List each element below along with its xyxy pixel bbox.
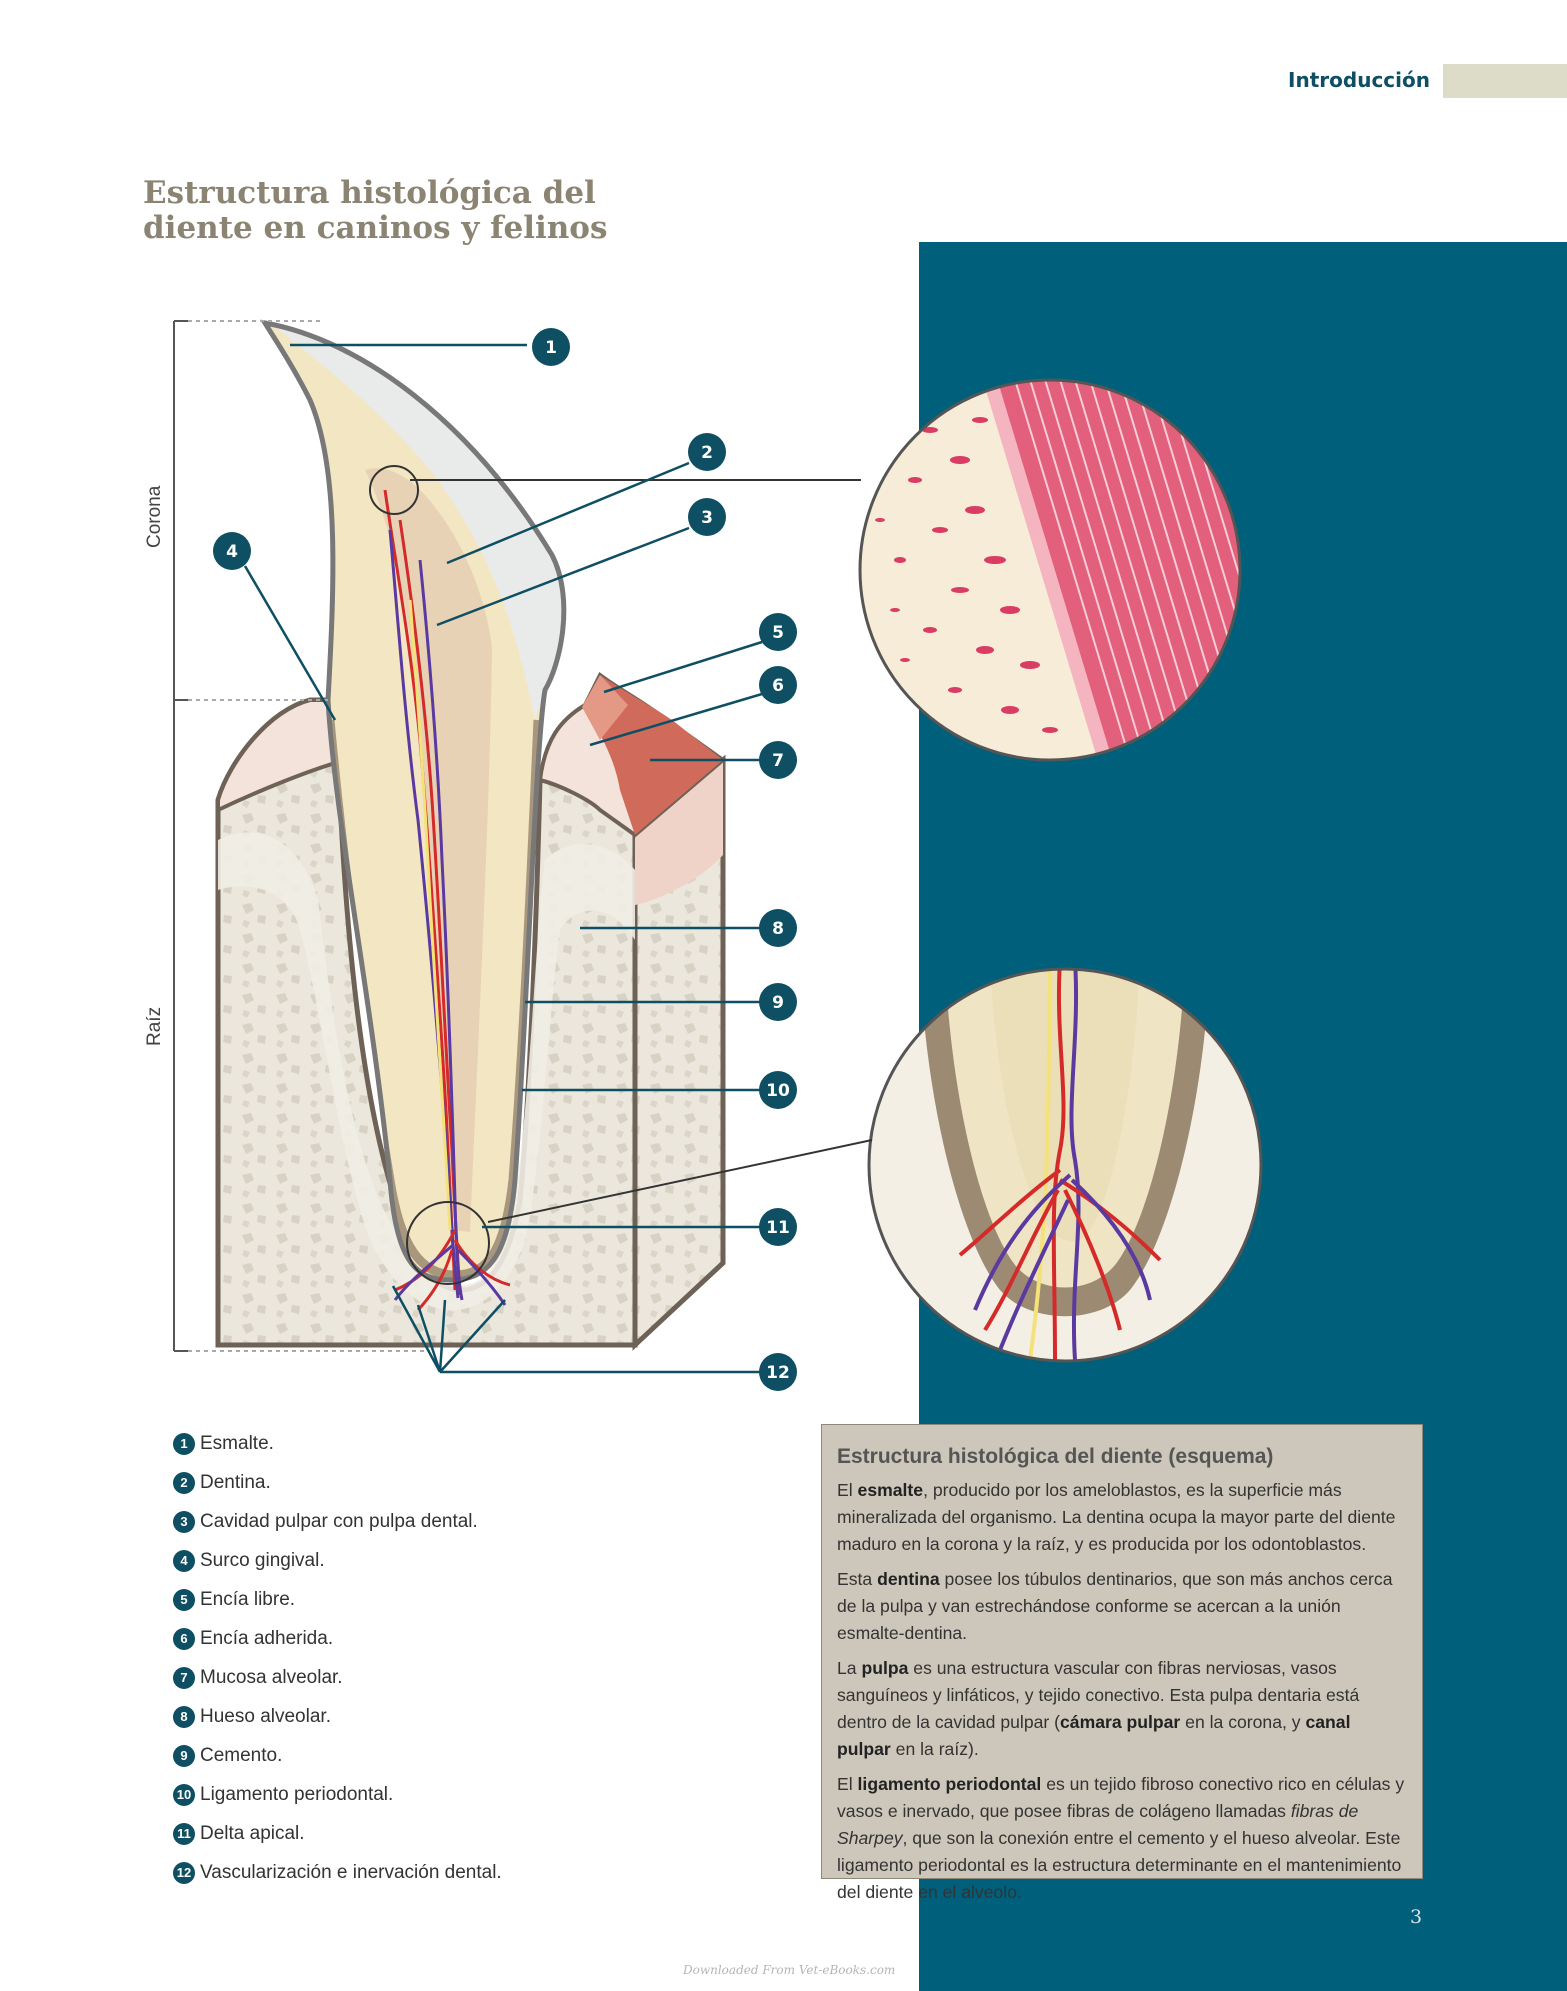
- crown-root-bracket: [173, 320, 430, 1352]
- callout-1: 1: [532, 328, 570, 366]
- svg-text:5: 5: [772, 623, 784, 643]
- callout-6: 6: [759, 666, 797, 704]
- header-tab: [1443, 64, 1567, 98]
- apex-focus-circle: [406, 1201, 490, 1285]
- callout-12: 12: [759, 1353, 797, 1391]
- enamel-magnifier: [858, 378, 1242, 762]
- connector-bottom: [487, 1139, 873, 1223]
- legend-number: 6: [173, 1627, 195, 1650]
- legend-number: 8: [173, 1705, 195, 1728]
- info-box: Estructura histológica del diente (esque…: [821, 1424, 1423, 1902]
- legend-text: Vascularización e inervación dental.: [200, 1861, 502, 1883]
- callout-5: 5: [759, 613, 797, 651]
- callout-leaders: [243, 343, 763, 1374]
- page-title: Estructura histológica del diente en can…: [143, 175, 608, 246]
- info-paragraph-dentin: Esta dentina posee los túbulos dentinari…: [837, 1569, 1393, 1643]
- legend-text: Surco gingival.: [200, 1549, 325, 1571]
- info-paragraph-ligament: El ligamento periodontal es un tejido fi…: [837, 1774, 1405, 1902]
- legend-text: Esmalte.: [200, 1432, 274, 1454]
- legend-text: Dentina.: [200, 1471, 271, 1493]
- legend-number: 1: [173, 1432, 195, 1455]
- legend-number: 2: [173, 1471, 195, 1494]
- legend-number: 4: [173, 1549, 195, 1572]
- legend-text: Encía adherida.: [200, 1627, 334, 1649]
- legend-number: 11: [173, 1822, 195, 1845]
- legend-number: 7: [173, 1666, 195, 1689]
- callout-2: 2: [688, 433, 726, 471]
- svg-text:8: 8: [772, 919, 784, 939]
- callout-8: 8: [759, 909, 797, 947]
- callout-10: 10: [759, 1071, 797, 1109]
- bone-inner-lining: [218, 832, 635, 1310]
- svg-text:1: 1: [545, 338, 557, 358]
- info-box-title: Estructura histológica del diente (esque…: [837, 1445, 1274, 1468]
- callout-9: 9: [759, 983, 797, 1021]
- watermark: Downloaded From Vet-eBooks.com: [683, 1963, 896, 1977]
- svg-text:10: 10: [766, 1081, 790, 1101]
- legend-number: 10: [173, 1783, 195, 1806]
- legend-number: 5: [173, 1588, 195, 1611]
- section-header: Introducción: [1288, 68, 1430, 92]
- callout-3: 3: [688, 498, 726, 536]
- legend-text: Delta apical.: [200, 1822, 305, 1844]
- dentin-focus-circle: [369, 465, 419, 515]
- legend-text: Cavidad pulpar con pulpa dental.: [200, 1510, 478, 1532]
- callout-7: 7: [759, 741, 797, 779]
- legend-text: Encía libre.: [200, 1588, 296, 1610]
- gum-side-face: [635, 760, 723, 905]
- legend-text: Ligamento periodontal.: [200, 1783, 394, 1805]
- legend-text: Hueso alveolar.: [200, 1705, 331, 1727]
- svg-text:12: 12: [766, 1363, 790, 1383]
- free-gingiva: [582, 675, 628, 740]
- svg-text:9: 9: [772, 993, 784, 1013]
- svg-text:7: 7: [772, 751, 784, 771]
- callout-11: 11: [759, 1208, 797, 1246]
- svg-text:4: 4: [226, 542, 238, 562]
- info-paragraph-enamel: El esmalte, producido por los ameloblast…: [837, 1480, 1396, 1554]
- svg-text:2: 2: [701, 443, 713, 463]
- legend-text: Cemento.: [200, 1744, 283, 1766]
- tooth-outline: [260, 319, 567, 1283]
- pulp-vessels: [383, 489, 511, 1312]
- page-number: 3: [1410, 1906, 1423, 1928]
- crown-label: Corona: [144, 485, 165, 548]
- svg-text:11: 11: [766, 1218, 790, 1238]
- legend-text: Mucosa alveolar.: [200, 1666, 343, 1688]
- info-paragraph-pulp: La pulpa es una estructura vascular con …: [837, 1658, 1360, 1759]
- legend-number: 3: [173, 1510, 195, 1533]
- enamel: [270, 323, 564, 720]
- callout-4: 4: [213, 532, 251, 570]
- apex-magnifier: [867, 967, 1263, 1363]
- legend-number: 9: [173, 1744, 195, 1767]
- svg-text:6: 6: [772, 676, 784, 696]
- svg-text:3: 3: [701, 508, 713, 528]
- legend-number: 12: [173, 1861, 195, 1884]
- root-label: Raíz: [144, 1007, 165, 1046]
